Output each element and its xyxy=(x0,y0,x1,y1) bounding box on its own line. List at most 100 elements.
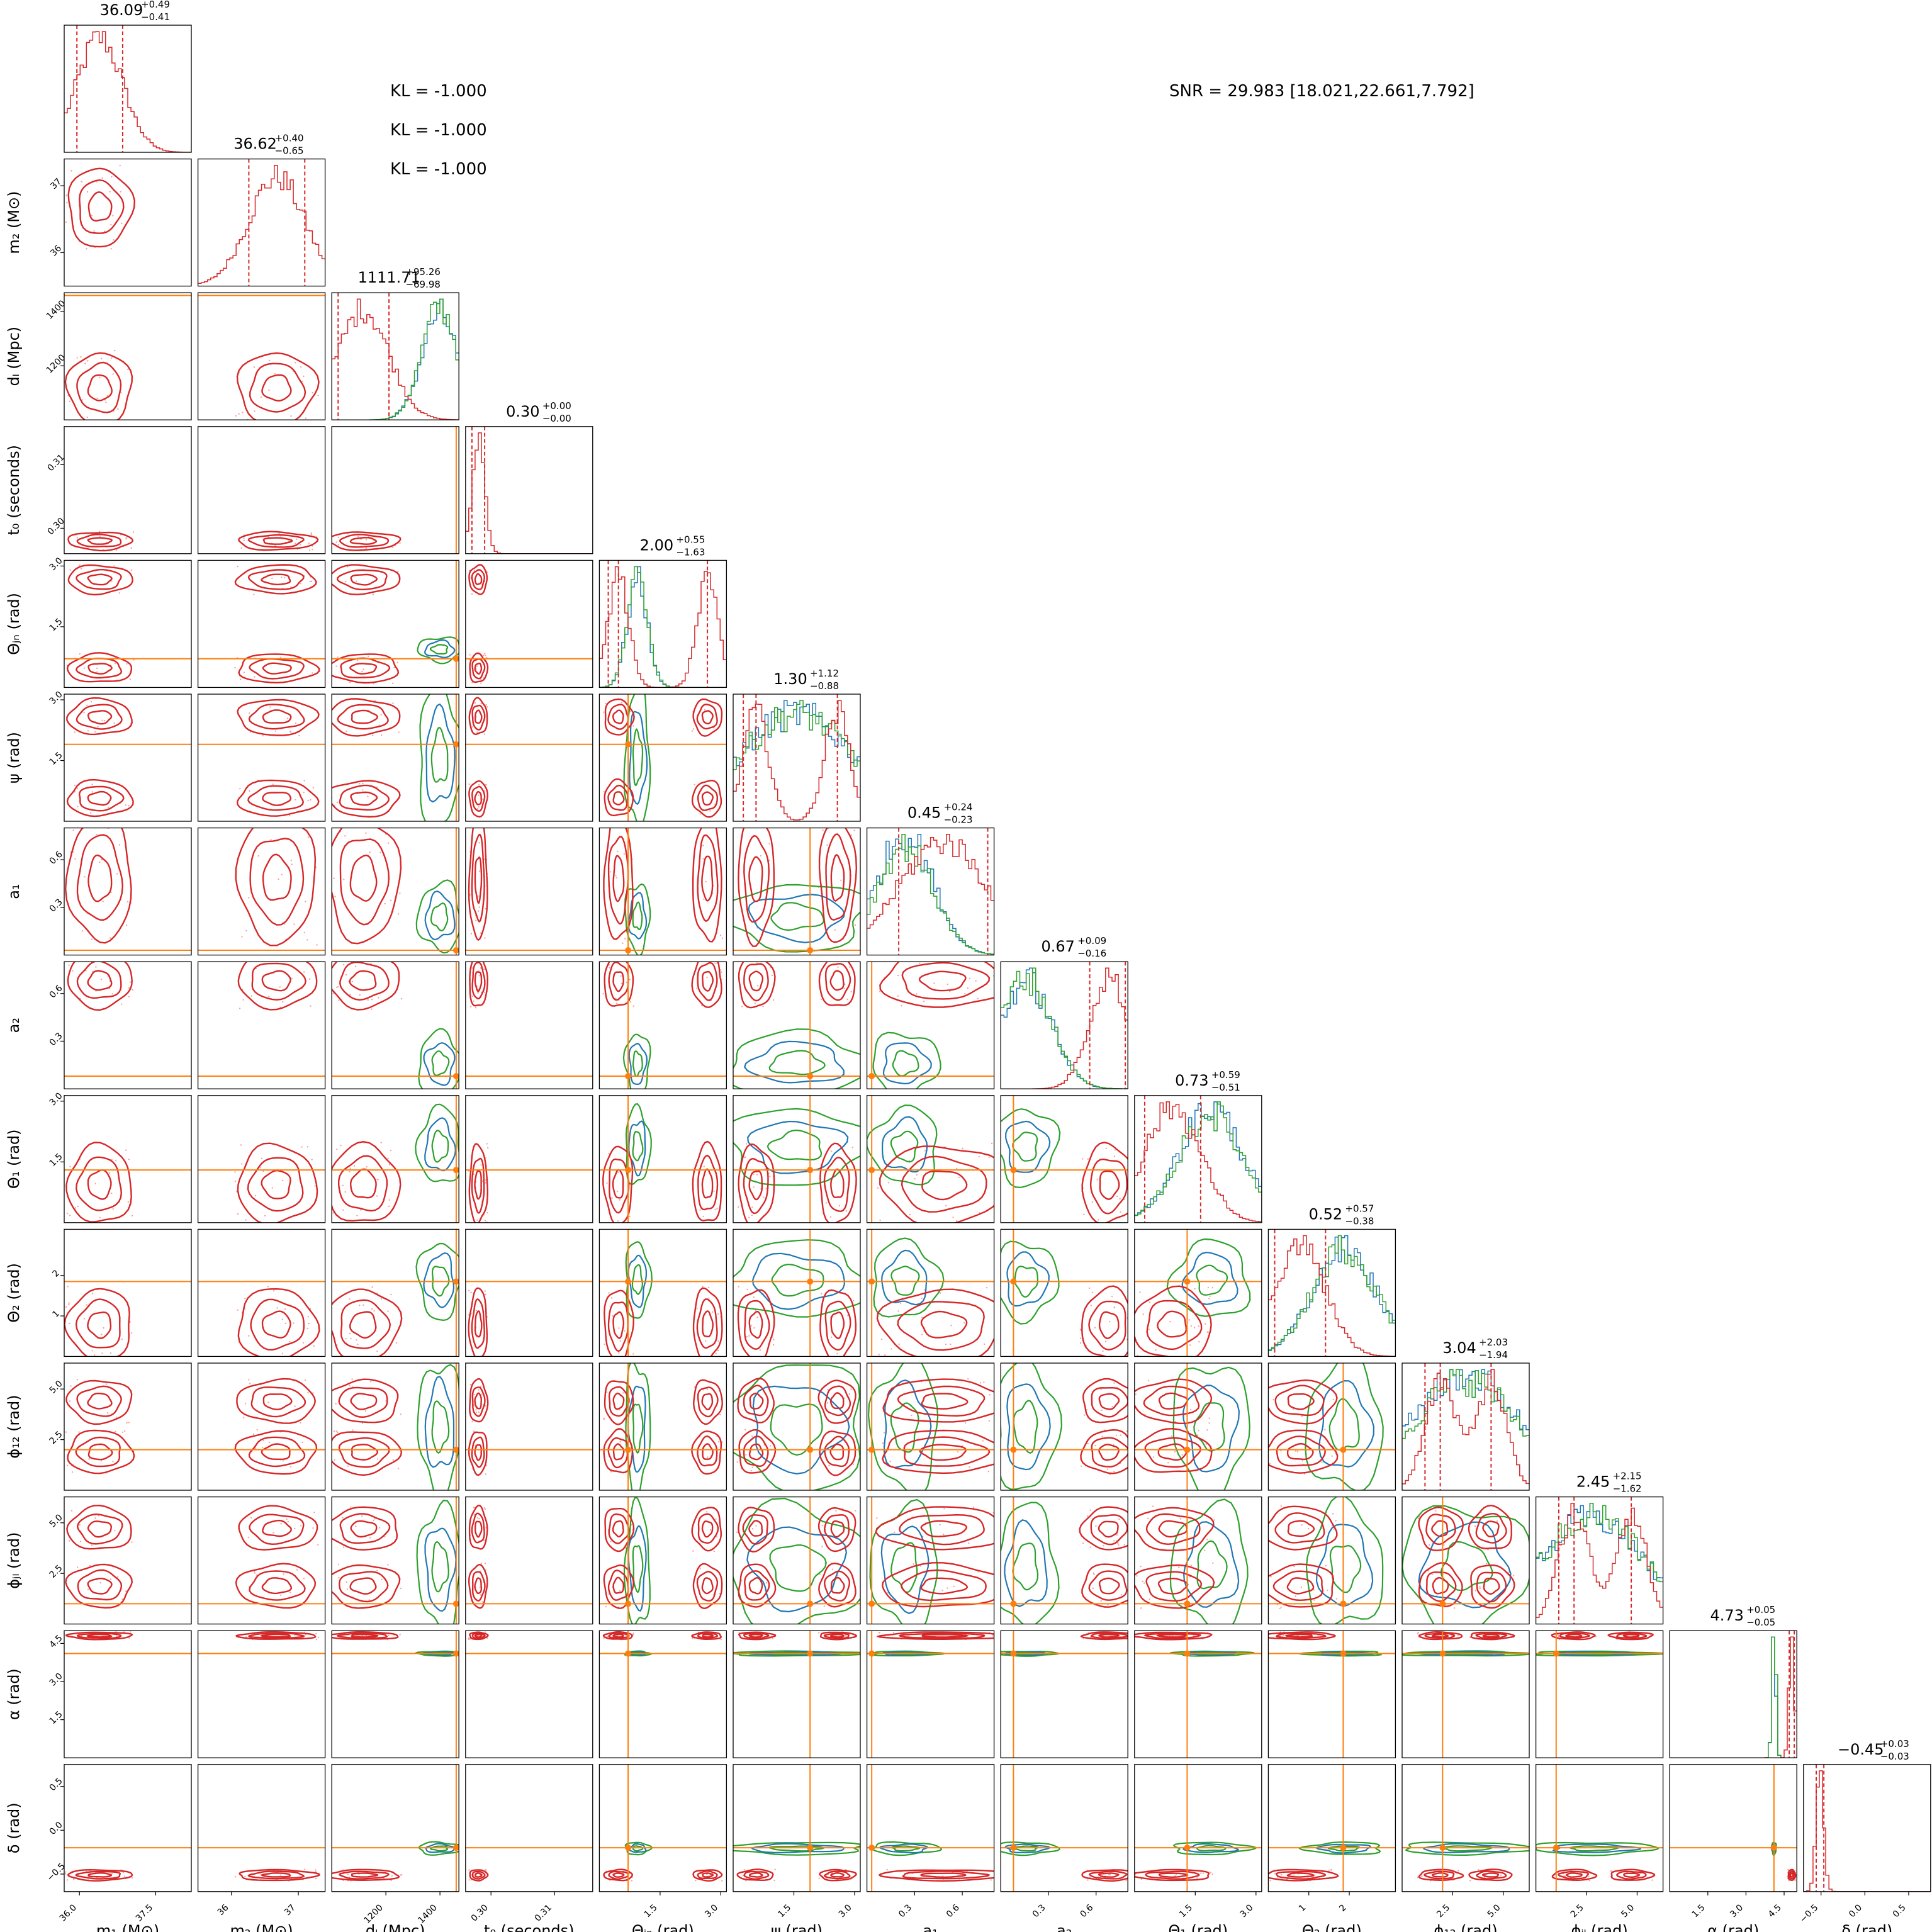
panel-alpha-t0 xyxy=(465,1630,593,1758)
contour-red xyxy=(76,1385,122,1417)
contour-red xyxy=(612,1169,624,1199)
sample-point xyxy=(1005,1878,1006,1879)
sample-point xyxy=(70,1510,73,1512)
contour-red xyxy=(691,1631,722,1640)
contour-red xyxy=(830,1168,845,1199)
contour-green xyxy=(769,1544,827,1592)
sample-point xyxy=(380,958,381,960)
contour-red xyxy=(262,709,292,724)
y-tick-label: 1.5 xyxy=(48,1709,65,1726)
contour-red xyxy=(702,1310,714,1338)
sample-point xyxy=(748,1216,750,1219)
sample-point xyxy=(848,1393,851,1395)
sample-point xyxy=(773,1339,775,1340)
sample-point xyxy=(349,1167,351,1169)
sample-point xyxy=(241,936,243,938)
contour-red xyxy=(608,962,629,1001)
panel-phi12-theta1 xyxy=(1134,1362,1262,1491)
contour-red xyxy=(1157,1443,1188,1461)
sample-point xyxy=(367,795,369,797)
sample-point xyxy=(123,823,124,824)
sample-point xyxy=(1181,1454,1183,1456)
sample-point xyxy=(93,230,95,232)
sample-point xyxy=(380,714,382,716)
sample-point xyxy=(356,1215,358,1216)
sample-point xyxy=(235,1191,238,1193)
sample-point xyxy=(343,879,345,880)
sample-point xyxy=(632,1005,634,1008)
contour-red xyxy=(332,1140,402,1222)
panel-frame xyxy=(197,158,326,287)
sample-point xyxy=(399,1634,401,1636)
sample-point xyxy=(86,191,89,193)
sample-point xyxy=(1130,1871,1131,1872)
panel-phijl-theta1 xyxy=(1134,1496,1262,1625)
sample-point xyxy=(371,1008,373,1010)
contour-red xyxy=(337,704,389,730)
panel-frame xyxy=(465,1496,593,1625)
sample-point xyxy=(244,1403,247,1405)
sample-point xyxy=(110,1578,112,1580)
sample-point xyxy=(1194,1288,1196,1290)
sample-point xyxy=(605,1605,607,1608)
sample-point xyxy=(385,1223,386,1225)
sample-point xyxy=(329,681,330,682)
sample-point xyxy=(349,681,351,683)
y-axis-label-delta: δ (rad) xyxy=(5,1802,23,1853)
sample-point xyxy=(125,1590,127,1592)
sample-point xyxy=(301,1441,303,1444)
contour-red xyxy=(901,1155,987,1213)
contour-red xyxy=(262,853,292,901)
contour-red xyxy=(1098,1872,1120,1878)
sample-point xyxy=(751,1466,754,1468)
y-tick-label: 36 xyxy=(48,244,64,259)
sample-point xyxy=(400,1587,402,1590)
sample-point xyxy=(235,415,237,417)
sample-point xyxy=(839,825,840,826)
panel-a1-psi xyxy=(733,825,861,956)
sample-point xyxy=(486,1143,488,1145)
sample-point xyxy=(1127,1357,1128,1359)
contour-green xyxy=(431,1266,450,1297)
contour-red xyxy=(701,1520,714,1538)
histogram-theta2-green xyxy=(1268,1235,1396,1351)
x-axis-label-psi: ψ (rad) xyxy=(771,1922,823,1932)
sample-point xyxy=(1210,1872,1212,1873)
title-errplus-thetajn: +0.55 xyxy=(676,534,705,545)
sample-point xyxy=(129,678,132,680)
sample-point xyxy=(112,1461,114,1463)
sample-point xyxy=(336,802,339,804)
contour-red xyxy=(471,569,486,590)
contour-red xyxy=(876,1631,994,1640)
sample-point xyxy=(328,1872,329,1873)
sample-point xyxy=(484,1562,486,1564)
sample-point xyxy=(71,1471,74,1473)
sample-point xyxy=(933,982,935,984)
contour-red xyxy=(829,1392,845,1409)
sample-point xyxy=(1008,1325,1009,1327)
sample-point xyxy=(480,682,482,684)
panel-phijl-psi xyxy=(733,1496,861,1625)
sample-point xyxy=(91,791,93,793)
histogram-psi-green xyxy=(733,700,860,770)
contour-red xyxy=(349,536,378,545)
sample-point xyxy=(1079,1342,1082,1344)
sample-point xyxy=(1332,1398,1334,1401)
sample-point xyxy=(397,913,400,915)
contour-green xyxy=(1001,1502,1060,1624)
contour-red xyxy=(261,1577,293,1595)
sample-point xyxy=(125,804,126,806)
sample-point xyxy=(827,1389,829,1391)
x-tick-label: 5.0 xyxy=(1619,1902,1636,1919)
sample-point xyxy=(754,1003,756,1004)
sample-point xyxy=(110,937,111,939)
sample-point xyxy=(131,1541,133,1543)
sample-point xyxy=(128,996,130,998)
contour-red xyxy=(1098,1520,1119,1538)
contour-red xyxy=(76,962,122,999)
contour-red xyxy=(1089,1158,1128,1215)
y-axis-label-phi12: ϕ₁₂ (rad) xyxy=(5,1395,23,1458)
contour-green xyxy=(1196,1264,1228,1296)
sample-point xyxy=(264,1215,266,1217)
